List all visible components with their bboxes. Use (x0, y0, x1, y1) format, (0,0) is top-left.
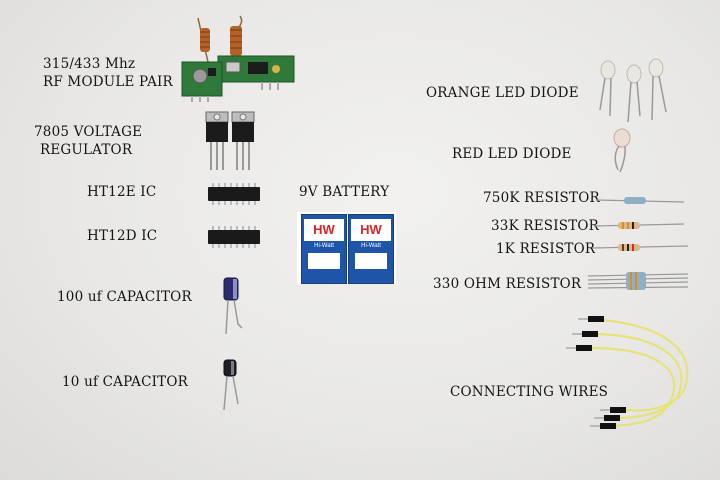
orange-led-image (599, 58, 667, 123)
rf-module-label-line2: RF MODULE PAIR (43, 74, 173, 90)
voltage-regulator-image (205, 111, 255, 170)
ht12e-ic-image (208, 183, 260, 205)
resistor-330ohm-label: 330 OHM RESISTOR (433, 276, 582, 292)
wire-pin-bottom-2 (604, 415, 620, 421)
battery-left: HW Hi-Watt (301, 214, 347, 284)
wire-pin-bottom-3 (600, 423, 616, 429)
battery-label: 9V BATTERY (299, 184, 390, 200)
battery-brand-text: HW (313, 222, 335, 237)
battery-brand-text: HW (360, 222, 382, 237)
wire-pin-bottom-1 (610, 407, 626, 413)
capacitor-100uf-label: 100 uf CAPACITOR (57, 289, 192, 305)
resistor-330ohm-set (587, 272, 689, 290)
orange-led-2 (626, 64, 642, 123)
wire-pin-top-1 (588, 316, 604, 322)
capacitor-10uf-label: 10 uf CAPACITOR (62, 374, 189, 390)
rf-module-label-line1: 315/433 Mhz (43, 56, 136, 72)
orange-led-label: ORANGE LED DIODE (426, 85, 579, 101)
battery-model-text: Hi-Watt (361, 243, 381, 249)
resistor-750k-label: 750K RESISTOR (483, 190, 600, 206)
wire-pin-top-3 (576, 345, 592, 351)
resistor-750k (595, 197, 685, 204)
connecting-wires-image (566, 316, 689, 429)
resistor-1k (591, 244, 689, 251)
resistor-33k-label: 33K RESISTOR (491, 218, 600, 234)
capacitor-10uf-image (223, 359, 239, 411)
resistors-image (587, 197, 689, 290)
ht12d-ic-image (208, 226, 260, 248)
red-led-image (613, 128, 631, 173)
resistor-33k (593, 222, 685, 229)
rf-module-pair-image (181, 15, 295, 102)
orange-led-1 (599, 60, 616, 117)
wire-pin-top-2 (582, 331, 598, 337)
regulator-label-line2: REGULATOR (40, 142, 133, 158)
regulator-right (231, 111, 255, 170)
ht12d-label: HT12D IC (87, 228, 158, 244)
ht12e-label: HT12E IC (87, 184, 157, 200)
antenna-coil-left (197, 17, 210, 63)
orange-led-3 (648, 58, 667, 121)
connecting-wires-label: CONNECTING WIRES (450, 384, 609, 400)
battery-model-text: Hi-Watt (314, 243, 334, 249)
red-led-label: RED LED DIODE (452, 146, 572, 162)
battery-right: HW Hi-Watt (348, 214, 394, 284)
battery-pair: HW Hi-Watt HW Hi-Watt (297, 212, 396, 284)
capacitor-100uf-image (223, 277, 243, 335)
regulator-left (205, 111, 229, 170)
regulator-label-line1: 7805 VOLTAGE (34, 124, 143, 140)
antenna-coil-right (230, 15, 243, 56)
resistor-1k-label: 1K RESISTOR (496, 241, 596, 257)
